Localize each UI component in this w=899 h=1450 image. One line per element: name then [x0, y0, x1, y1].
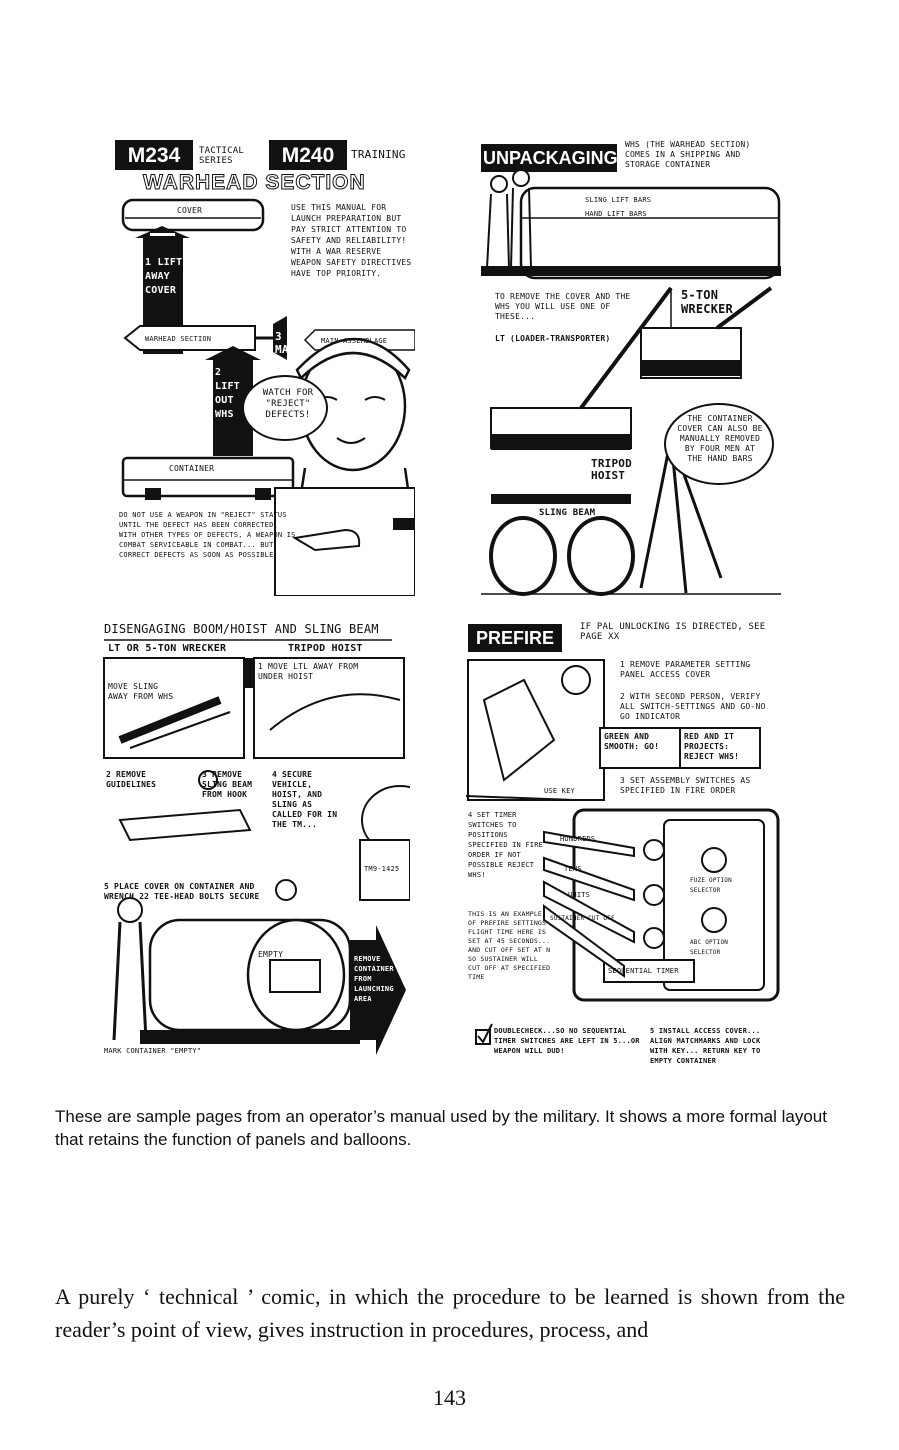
sub-lt-wrecker: LT OR 5-TON WRECKER: [108, 643, 227, 654]
prefire-step2: 2 WITH SECOND PERSON, VERIFY ALL SWITCH-…: [620, 692, 766, 721]
whs-intro: WHS (THE WARHEAD SECTION) COMES IN A SHI…: [625, 140, 751, 169]
main-assembly-label: MAIN ASSEMBLAGE: [321, 337, 388, 345]
panel-warhead-section: M234 TACTICAL SERIES M240 TRAINING WARHE…: [115, 138, 415, 596]
model-m240-badge: M240: [271, 144, 345, 168]
step4-secure: 4 SECURE VEHICLE, HOIST, AND SLING AS CA…: [272, 770, 338, 829]
pal-note: IF PAL UNLOCKING IS DIRECTED, SEE PAGE X…: [580, 622, 766, 642]
step3-sling-beam: 3 REMOVE SLING BEAM FROM HOOK: [202, 770, 253, 799]
step2-guidelines: 2 REMOVE GUIDELINES: [106, 770, 157, 789]
empty-label: EMPTY: [258, 950, 284, 959]
container-label: CONTAINER: [169, 464, 215, 473]
step3-label: 3 MATE: [275, 330, 303, 356]
panel-disengaging: DISENGAGING BOOM/HOIST AND SLING BEAM LT…: [100, 620, 410, 1070]
cover-label: COVER: [177, 206, 203, 215]
sling-beam-label: SLING BEAM: [539, 508, 596, 518]
step5-place-cover: 5 PLACE COVER ON CONTAINER AND WRENCH 22…: [104, 882, 260, 901]
warhead-title: WARHEAD SECTION: [143, 171, 366, 195]
fuze-option-label: FUZE OPTION SELECTOR: [690, 877, 732, 894]
example-note: THIS IS AN EXAMPLE OF PREFIRE SETTINGS F…: [468, 910, 551, 981]
panel2-artwork: [481, 144, 781, 596]
hand-lift-bars: HAND LIFT BARS: [585, 210, 647, 218]
step2-label: 2 LIFT OUT WHS: [215, 367, 240, 420]
step1-move-ltl: 1 MOVE LTL AWAY FROM UNDER HOIST: [258, 662, 359, 681]
step1-label: 1 LIFT AWAY COVER: [145, 257, 183, 296]
tens-label: TENS: [564, 865, 582, 873]
lt-label: LT (LOADER-TRANSPORTER): [495, 334, 611, 343]
training-label: TRAINING: [351, 148, 406, 161]
reject-warning: DO NOT USE A WEAPON IN "REJECT" STATUS U…: [119, 511, 296, 559]
units-label: UNITS: [568, 891, 591, 899]
sequential-timer-label: SEQUENTIAL TIMER: [608, 967, 679, 975]
body-paragraph: A purely ‘ technical ’ comic, in which t…: [55, 1284, 845, 1342]
remove-note: TO REMOVE THE COVER AND THE WHS YOU WILL…: [495, 292, 631, 321]
reject-indicator: RED AND IT PROJECTS: REJECT WHS!: [684, 732, 740, 761]
panel3-artwork: [103, 639, 410, 1055]
manual-removal-balloon: THE CONTAINER COVER CAN ALSO BE MANUALLY…: [677, 414, 763, 463]
page-number: 143: [433, 1385, 466, 1410]
prefire-step1: 1 REMOVE PARAMETER SETTING PANEL ACCESS …: [620, 660, 751, 679]
double-check-note: DOUBLECHECK...SO NO SEQUENTIAL TIMER SWI…: [494, 1027, 640, 1055]
warhead-section-label: WARHEAD SECTION: [145, 335, 212, 343]
manual-note: USE THIS MANUAL FOR LAUNCH PREPARATION B…: [291, 203, 412, 278]
figure-caption: These are sample pages from an operator’…: [55, 1107, 827, 1149]
remove-container-label: REMOVE CONTAINER FROM LAUNCHING AREA: [354, 955, 394, 1003]
sling-lift-bars: SLING LIFT BARS: [585, 196, 652, 204]
unpackaging-title: UNPACKAGING: [483, 148, 618, 169]
go-indicator: GREEN AND SMOOTH: GO!: [604, 732, 660, 751]
abc-option-label: ABC OPTION SELECTOR: [690, 939, 729, 956]
model-m234-badge: M234: [117, 144, 191, 168]
hundreds-label: HUNDREDS: [560, 835, 596, 843]
panel-prefire: PREFIRE IF PAL UNLOCKING IS DIRECTED, SE…: [464, 620, 784, 1072]
prefire-step4: 4 SET TIMER SWITCHES TO POSITIONS SPECIF…: [468, 811, 544, 879]
sustainer-label: SUSTAINER CUT OFF: [550, 915, 615, 922]
wrecker-label: 5-TON WRECKER: [681, 288, 733, 316]
tripod-label: TRIPOD HOIST: [591, 457, 632, 482]
prefire-title: PREFIRE: [470, 628, 560, 649]
mark-empty-label: MARK CONTAINER "EMPTY": [104, 1047, 202, 1055]
move-sling-label: MOVE SLING AWAY FROM WHS: [108, 682, 174, 701]
prefire-step5: 5 INSTALL ACCESS COVER... ALIGN MATCHMAR…: [650, 1027, 761, 1065]
series-label: TACTICAL SERIES: [199, 146, 244, 166]
reject-balloon-text: WATCH FOR "REJECT" DEFECTS!: [262, 388, 314, 420]
sub-tripod: TRIPOD HOIST: [288, 643, 363, 654]
use-key-label: USE KEY: [544, 787, 575, 795]
prefire-step3: 3 SET ASSEMBLY SWITCHES AS SPECIFIED IN …: [620, 776, 751, 795]
tm-label: TM9-1425: [364, 865, 400, 873]
panel4-artwork: [465, 624, 780, 1045]
disengaging-title: DISENGAGING BOOM/HOIST AND SLING BEAM: [104, 622, 379, 636]
panel-unpackaging: UNPACKAGING WHS (THE WARHEAD SECTION) CO…: [481, 138, 781, 596]
